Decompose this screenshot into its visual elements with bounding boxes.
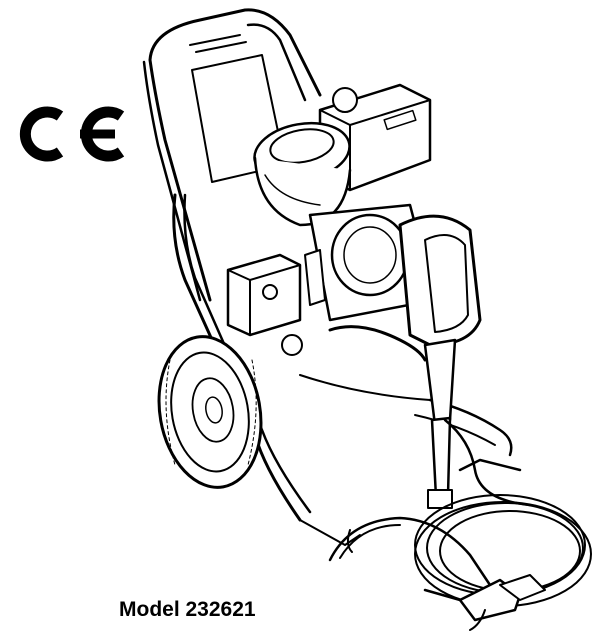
wheel	[157, 335, 263, 489]
ce-mark	[19, 106, 125, 162]
model-label: Model 232621	[119, 598, 256, 621]
pump	[328, 325, 457, 509]
engine	[253, 83, 432, 227]
spray-gun	[328, 516, 546, 631]
pressure-control	[226, 249, 326, 356]
drive-housing	[308, 203, 482, 347]
